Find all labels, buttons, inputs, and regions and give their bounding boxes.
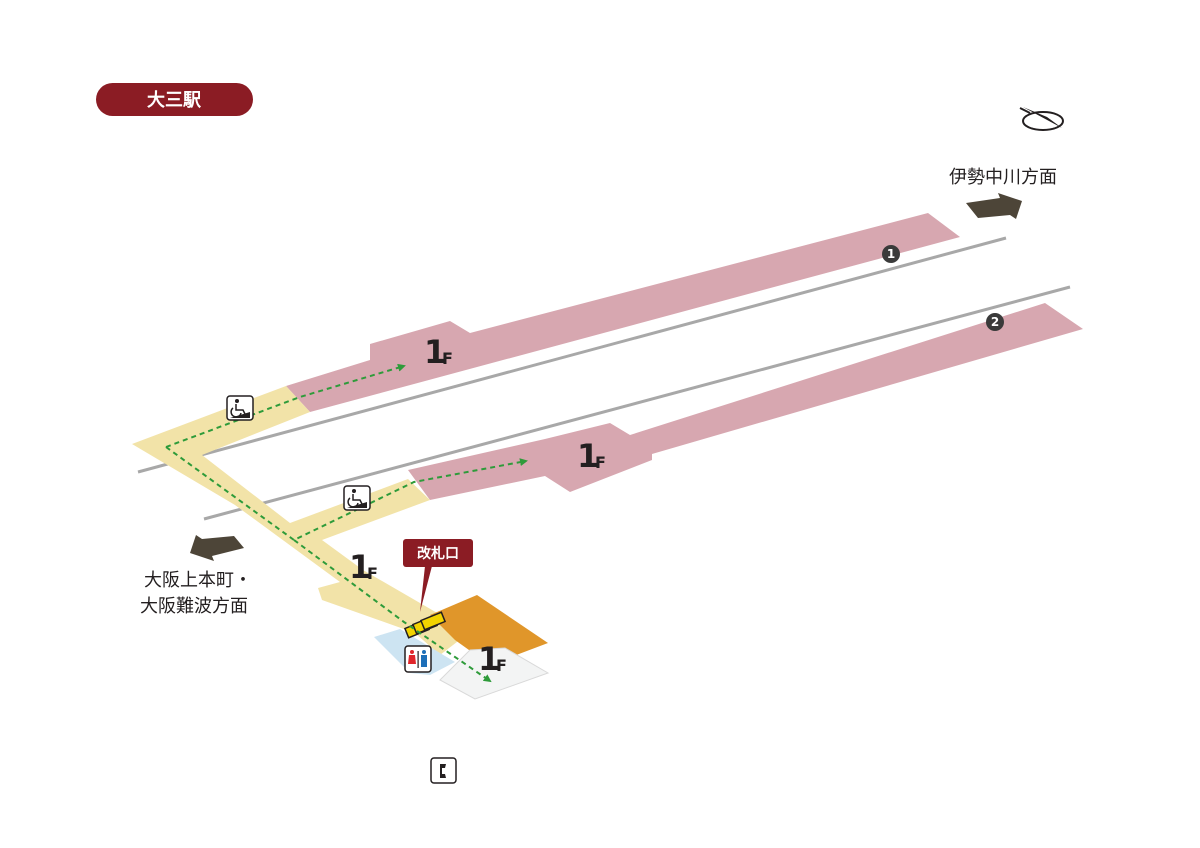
ticket-gate-callout: 改札口 <box>403 539 473 612</box>
wheelchair-slope-icon <box>226 395 254 421</box>
direction-label-southwest-1: 大阪上本町・ <box>144 570 252 591</box>
accessible-route <box>165 363 528 683</box>
compass-icon <box>1019 107 1064 131</box>
ticket-gate-label: 改札口 <box>417 545 459 562</box>
floor-label-concourse: 1 F <box>349 548 378 586</box>
direction-label-southwest-2: 大阪難波方面 <box>140 596 248 617</box>
ticket-gate-icon[interactable] <box>403 611 447 639</box>
platform-2-number-marker: 2 <box>986 313 1004 331</box>
platform-1-number-marker: 1 <box>882 245 900 263</box>
floor-unit: F <box>442 349 453 368</box>
floor-number: 1 <box>577 437 599 475</box>
station-name: 大三駅 <box>147 89 202 111</box>
direction-arrow-icon <box>190 535 244 561</box>
concourse-walkway <box>132 386 470 655</box>
floor-number: 1 <box>478 640 500 678</box>
floor-number: 1 <box>424 333 446 371</box>
restroom-icon <box>404 645 432 673</box>
floor-unit: F <box>496 656 507 675</box>
telephone-icon <box>430 757 457 784</box>
direction-arrow-icon <box>966 193 1022 219</box>
floor-label-gate-area: 1 F <box>478 640 507 678</box>
floor-unit: F <box>595 453 606 472</box>
paid-area <box>439 647 550 700</box>
platform-2-number: 2 <box>991 315 999 329</box>
floor-label-platform-1: 1 F <box>424 333 453 371</box>
direction-label-northeast: 伊勢中川方面 <box>949 167 1057 188</box>
platform-1-number: 1 <box>887 247 895 261</box>
track-line-2 <box>203 285 1071 521</box>
platform-2 <box>408 303 1083 500</box>
track-line-1 <box>137 236 1007 474</box>
platform-1 <box>286 213 960 412</box>
station-name-badge: 大三駅 <box>96 83 253 116</box>
floor-unit: F <box>367 564 378 583</box>
floor-label-platform-2: 1 F <box>577 437 606 475</box>
gate-area-orange <box>430 595 548 665</box>
wheelchair-slope-icon <box>343 485 371 511</box>
floor-number: 1 <box>349 548 371 586</box>
